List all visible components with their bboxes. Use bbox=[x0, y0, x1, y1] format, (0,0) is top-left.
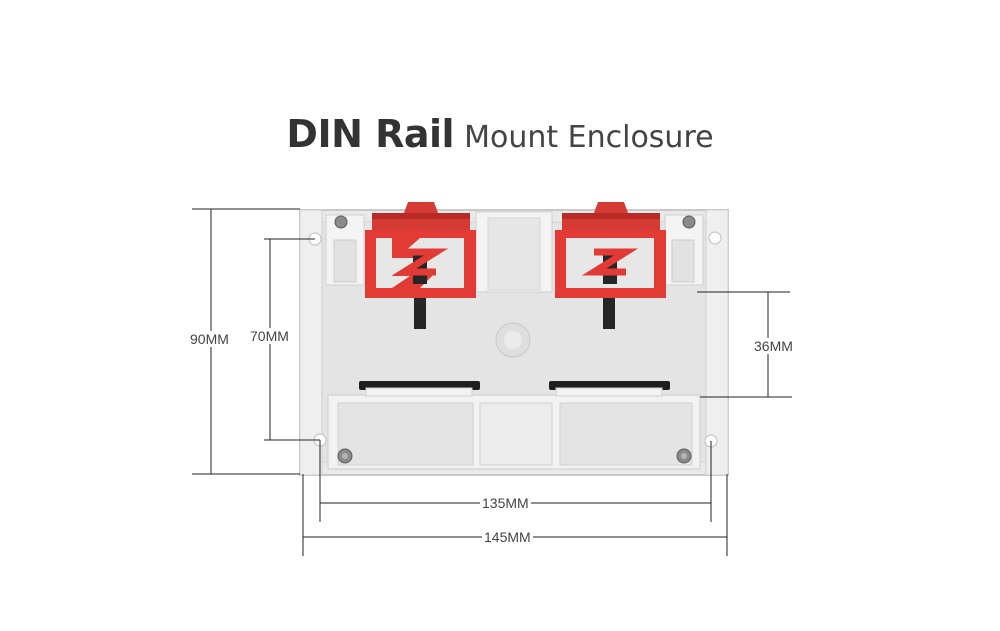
dim-label-135mm: 135MM bbox=[480, 495, 531, 511]
din-clip-left bbox=[365, 202, 476, 298]
title-bold: DIN Rail bbox=[286, 112, 455, 156]
dim-label-70mm: 70MM bbox=[248, 328, 291, 344]
dim-label-90mm: 90MM bbox=[188, 331, 231, 347]
dimension-lines bbox=[192, 208, 792, 556]
dim-label-36mm: 36MM bbox=[752, 338, 795, 354]
din-clip-right bbox=[555, 202, 666, 298]
title-light: Mount Enclosure bbox=[464, 120, 714, 155]
screws bbox=[334, 215, 696, 464]
page-title: DIN Rail Mount Enclosure bbox=[0, 112, 1000, 156]
dim-label-145mm: 145MM bbox=[482, 529, 533, 545]
rail-slots bbox=[359, 295, 670, 397]
